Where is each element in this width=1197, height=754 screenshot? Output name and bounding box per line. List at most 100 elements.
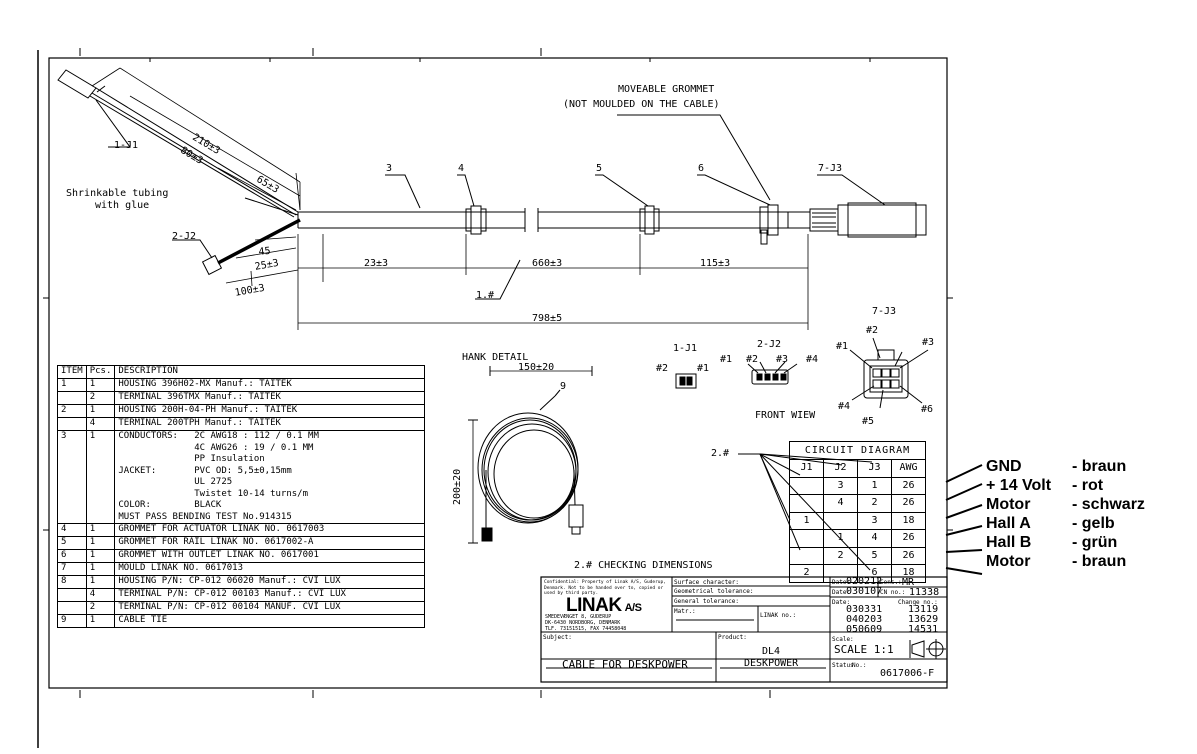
tb-date-label-3: Date: [832,599,851,606]
circuit-cell: 26 [891,546,926,565]
label-item-9: 9 [560,381,567,392]
bom-cell-description: GROMMET WITH OUTLET LINAK NO. 0617001 [114,549,425,563]
tb-date-label-1: Date: [832,579,851,586]
dim-115: 115±3 [700,258,731,269]
tb-subject-label: Subject: [543,634,572,641]
pin-j2-p1: #1 [720,354,733,365]
tb-address-3: TLF. 73151515, FAX 74458048 [545,626,627,632]
tb-change-number: 14531 [908,624,939,635]
bom-cell-pcs: 1 [85,575,116,589]
tb-product-1: DL4 [762,646,781,657]
bom-cell-description: GROMMET FOR RAIL LINAK NO. 0617002-A [114,536,425,550]
wire-arrows [945,464,983,575]
wire-name: + 14 Volt [986,477,1052,494]
bom-cell-pcs: 4 [85,417,116,431]
label-not-moulded: (NOT MOULDED ON THE CABLE) [563,99,720,110]
circuit-cell: 4 [823,494,858,513]
pin-j2-p2: #2 [746,354,759,365]
bom-cell-description: HOUSING 396H02-MX Manuf.: TAITEK [114,378,425,392]
pin-j3-p2: #2 [866,325,879,336]
circuit-cell: 18 [891,511,926,530]
wire-name: Motor [986,553,1031,570]
circuit-cell: 2 [823,546,858,565]
bom-header-item: ITEM [57,365,87,379]
dim-200: 200±20 [452,468,463,505]
bom-cell-item [57,588,87,602]
grommet-4 [465,205,487,235]
checking-dimensions-label: 2.# CHECKING DIMENSIONS [574,560,713,571]
bom-header-pcs: Pcs. [85,365,116,379]
label-item-5: 5 [596,163,603,174]
tb-drawing-no: 0617006-F [880,668,935,679]
wire-name: Hall A [986,515,1031,532]
wire-name: GND [986,458,1022,475]
bom-cell-item: 2 [57,404,87,418]
pin-view-j3 [849,337,929,409]
bom-cell-pcs: 1 [85,404,116,418]
bom-cell-pcs: 1 [85,430,116,524]
tb-address-1: SMEDEVÆNGET 8, GUDERUP [545,614,612,620]
tb-product-label: Product: [718,634,747,641]
dim-150: 150±20 [518,362,555,373]
label-item-4: 4 [458,163,465,174]
pin-j2-p4: #4 [806,354,819,365]
tb-change-number: 13119 [908,604,939,615]
bom-cell-description: HOUSING 200H-04-PH Manuf.: TAITEK [114,404,425,418]
pin-view-j1 [675,373,697,389]
label-moveable-grommet: MOVEABLE GROMMET [618,84,715,95]
label-j3-ref: 7-J3 [818,163,843,174]
bom-cell-item: 3 [57,430,87,524]
tb-scale: SCALE 1:1 [834,643,894,656]
circuit-title: CIRCUIT DIAGRAM [789,441,926,460]
tb-scale-label: Scale: [832,636,854,643]
grommet-6 [759,204,784,245]
bom-cell-pcs: 1 [85,378,116,392]
bom-cell-description: CONDUCTORS: 2C AWG18 : 112 / 0.1 MM 4C A… [114,430,425,524]
tb-matr-label: Matr.: [674,608,696,615]
bom-cell-item [57,391,87,405]
circuit-header-j2: J2 [823,459,858,478]
circuit-cell [823,511,858,530]
linak-logo-suffix: A/S [624,602,642,614]
circuit-cell [789,529,824,548]
front-view-label: FRONT WIEW [755,410,816,421]
wire-name: Motor [986,496,1031,513]
connector-j2-drawing [201,218,301,276]
circuit-header-j3: J3 [857,459,892,478]
hank-detail-title: HANK DETAIL [462,352,529,363]
bom-cell-description: TERMINAL P/N: CP-012 00103 Manuf.: CVI L… [114,588,425,602]
circuit-cell: 3 [857,511,892,530]
pin-j3-title: 7-J3 [872,306,897,317]
bom-cell-description: MOULD LINAK NO. 0617013 [114,562,425,576]
bom-cell-pcs: 1 [85,536,116,550]
circuit-cell [789,546,824,565]
bom-cell-item: 7 [57,562,87,576]
circuit-cell: 4 [857,529,892,548]
tb-cons: MR [902,577,915,588]
hank-detail-drawing [468,366,593,544]
bom-cell-pcs: 2 [85,391,116,405]
tb-linak-no-label: LINAK no.: [760,612,797,619]
pin-j1-p1: #1 [697,363,710,374]
bom-cell-pcs: 1 [85,562,116,576]
dim-660: 660±3 [532,258,563,269]
circuit-cell: 26 [891,476,926,495]
circuit-cell: 5 [857,546,892,565]
pin-j3-p1: #1 [836,341,849,352]
wire-color: - rot [1072,477,1104,494]
tb-change-number: 13629 [908,614,939,625]
circuit-cell: 1 [823,529,858,548]
circuit-header-row: J1 J2 J3 AWG [789,459,926,478]
circuit-cell [789,494,824,513]
bom-cell-pcs: 1 [85,523,116,537]
tb-address-2: DK-6430 NORDBORG, DENMARK [545,620,621,626]
circuit-cell: 1 [857,476,892,495]
